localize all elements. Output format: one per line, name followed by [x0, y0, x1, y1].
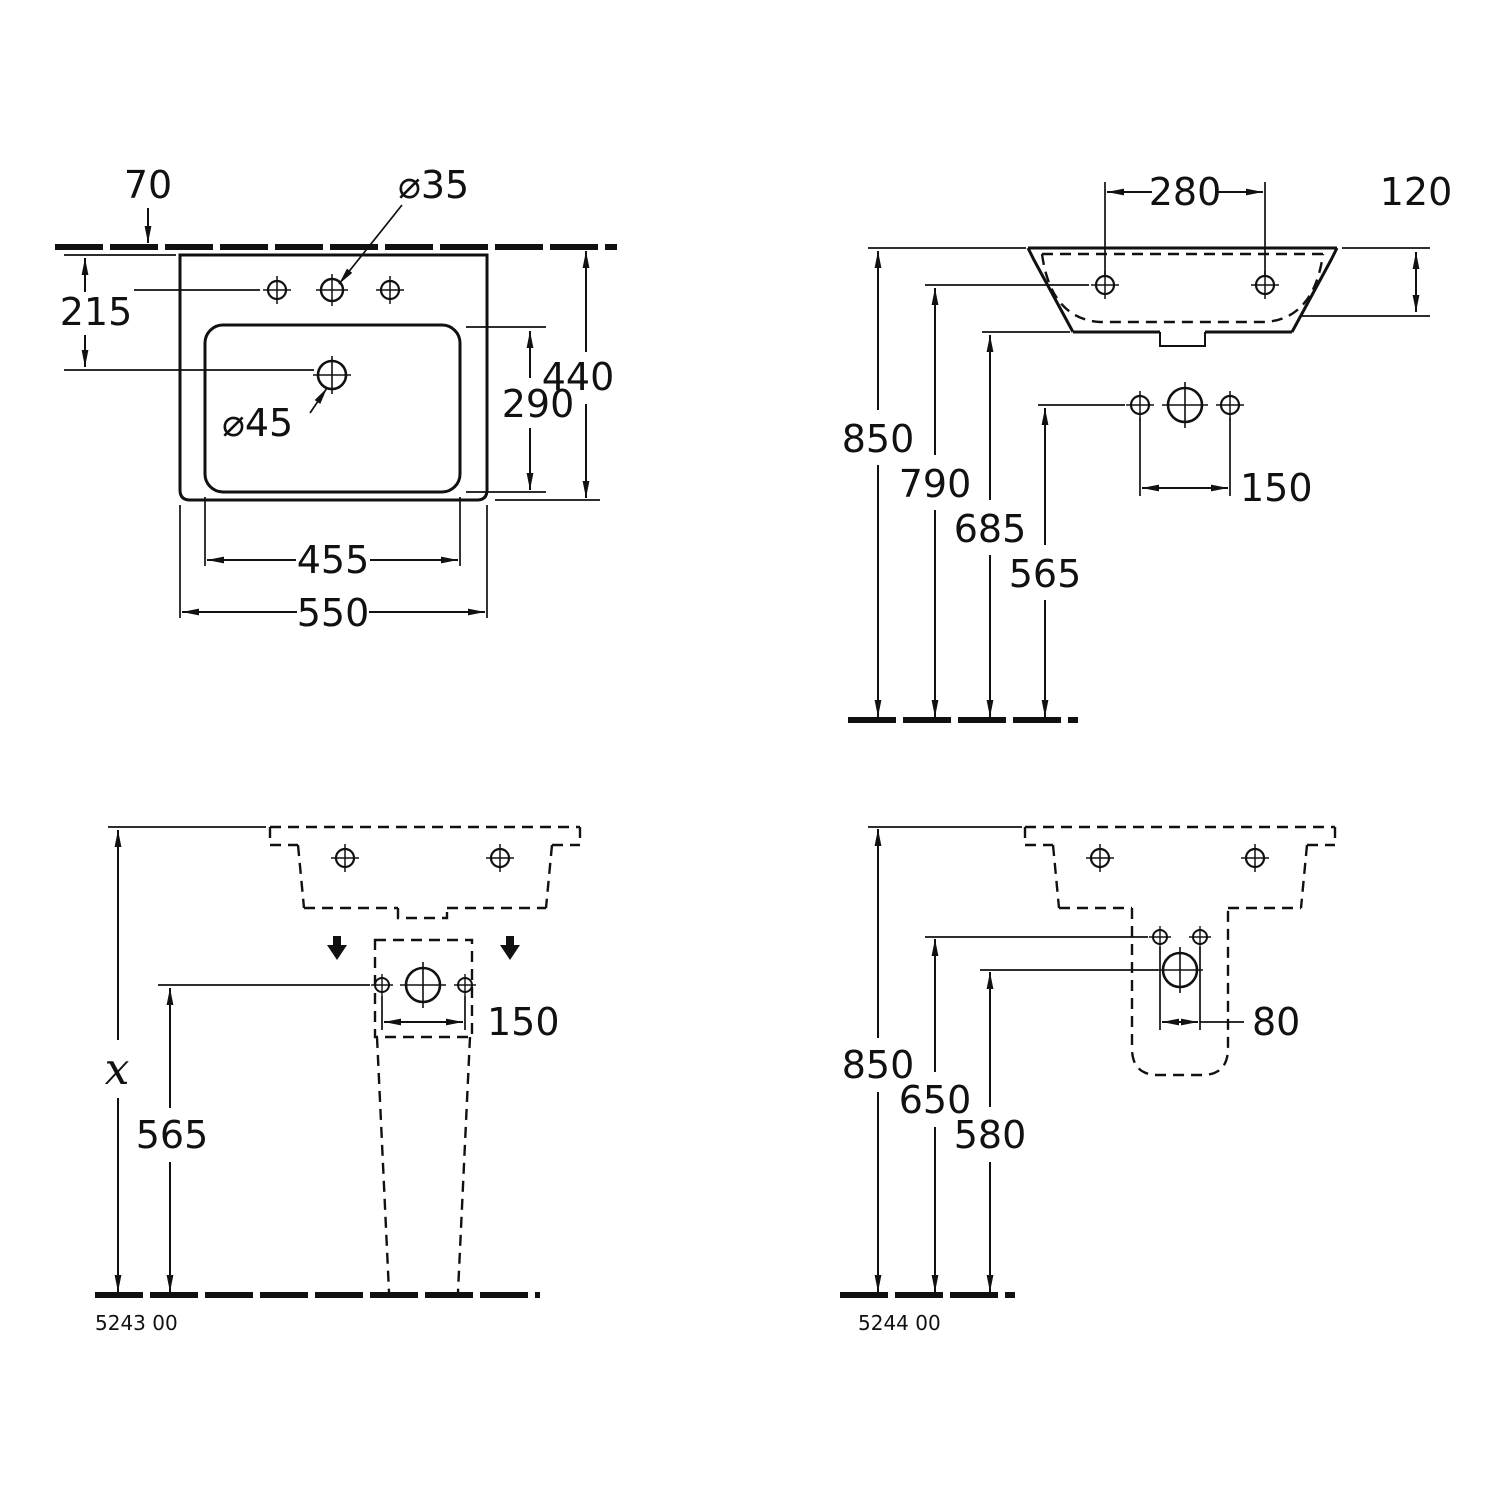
model-code: 5244 00 [858, 1311, 941, 1335]
siphon-cover-dimensions: 80 850 650 580 [842, 826, 1300, 1292]
dim-bowl-width: 455 [297, 538, 370, 582]
dim-outlet-height: 580 [954, 1113, 1027, 1157]
dim-rim-height: 850 [842, 417, 915, 461]
dim-fixing-height: 650 [899, 1078, 972, 1122]
tap-hole-leader [338, 204, 403, 285]
down-arrow-icon [500, 936, 520, 960]
dim-tap-hole-diameter: ⌀35 [398, 163, 469, 207]
fixing-holes [1084, 842, 1271, 874]
outlet-holes [1148, 925, 1212, 995]
pedestal-view: 150 x 565 5243 00 [95, 825, 582, 1335]
pedestal-dimensions: 150 x 565 [105, 826, 560, 1292]
dim-rear-to-drain: 215 [60, 290, 133, 334]
hidden-pedestal-outline [375, 1036, 472, 1293]
hidden-basin-outline [1023, 825, 1337, 910]
dim-total-height: x [105, 1044, 130, 1095]
drain-hole [311, 354, 353, 396]
side-elevation: 280 120 150 850 790 685 [842, 170, 1453, 723]
bowl-outline [203, 323, 462, 494]
plan-dimensions: 70 215 ⌀35 ⌀45 440 290 [60, 163, 615, 635]
tap-holes [261, 272, 406, 308]
dim-fixing-hole-spacing: 280 [1149, 170, 1222, 214]
dim-outlet-spacing: 150 [487, 1000, 560, 1044]
drain-leader [309, 387, 328, 414]
dim-overall-depth: 440 [542, 355, 615, 399]
outlet-holes [370, 960, 477, 1010]
dim-overall-width: 550 [297, 591, 370, 635]
dim-rim-height: 850 [842, 1043, 915, 1087]
mounting-arrows [327, 936, 520, 960]
dim-tap-edge-offset: 70 [124, 163, 172, 207]
elevation-dimensions: 280 120 150 850 790 685 [842, 170, 1453, 717]
basin-outline [178, 253, 489, 502]
dim-fixing-spacing: 80 [1252, 1000, 1300, 1044]
hidden-basin-outline [268, 825, 582, 920]
dim-underside-height: 685 [954, 507, 1027, 551]
dim-outlet-height: 565 [136, 1113, 209, 1157]
plan-view: 70 215 ⌀35 ⌀45 440 290 [55, 163, 617, 635]
hidden-bowl [1040, 252, 1325, 324]
drain-stub [1159, 332, 1206, 347]
dim-fixing-height: 790 [899, 462, 972, 506]
fixing-holes [1089, 269, 1281, 301]
dim-basin-height: 120 [1380, 170, 1453, 214]
siphon-cover-view: 80 850 650 580 5244 00 [840, 825, 1337, 1335]
dim-outlet-spacing: 150 [1240, 466, 1313, 510]
dim-bowl-depth: 290 [502, 382, 575, 426]
hidden-siphon-cover-outline [1130, 908, 1230, 1077]
down-arrow-icon [327, 936, 347, 960]
basin-profile [1026, 247, 1339, 334]
fixing-holes [329, 842, 516, 874]
outlet-holes [1124, 380, 1246, 430]
model-code: 5243 00 [95, 1311, 178, 1335]
dim-drain-diameter: ⌀45 [222, 401, 293, 445]
dim-outlet-height: 565 [1009, 552, 1082, 596]
